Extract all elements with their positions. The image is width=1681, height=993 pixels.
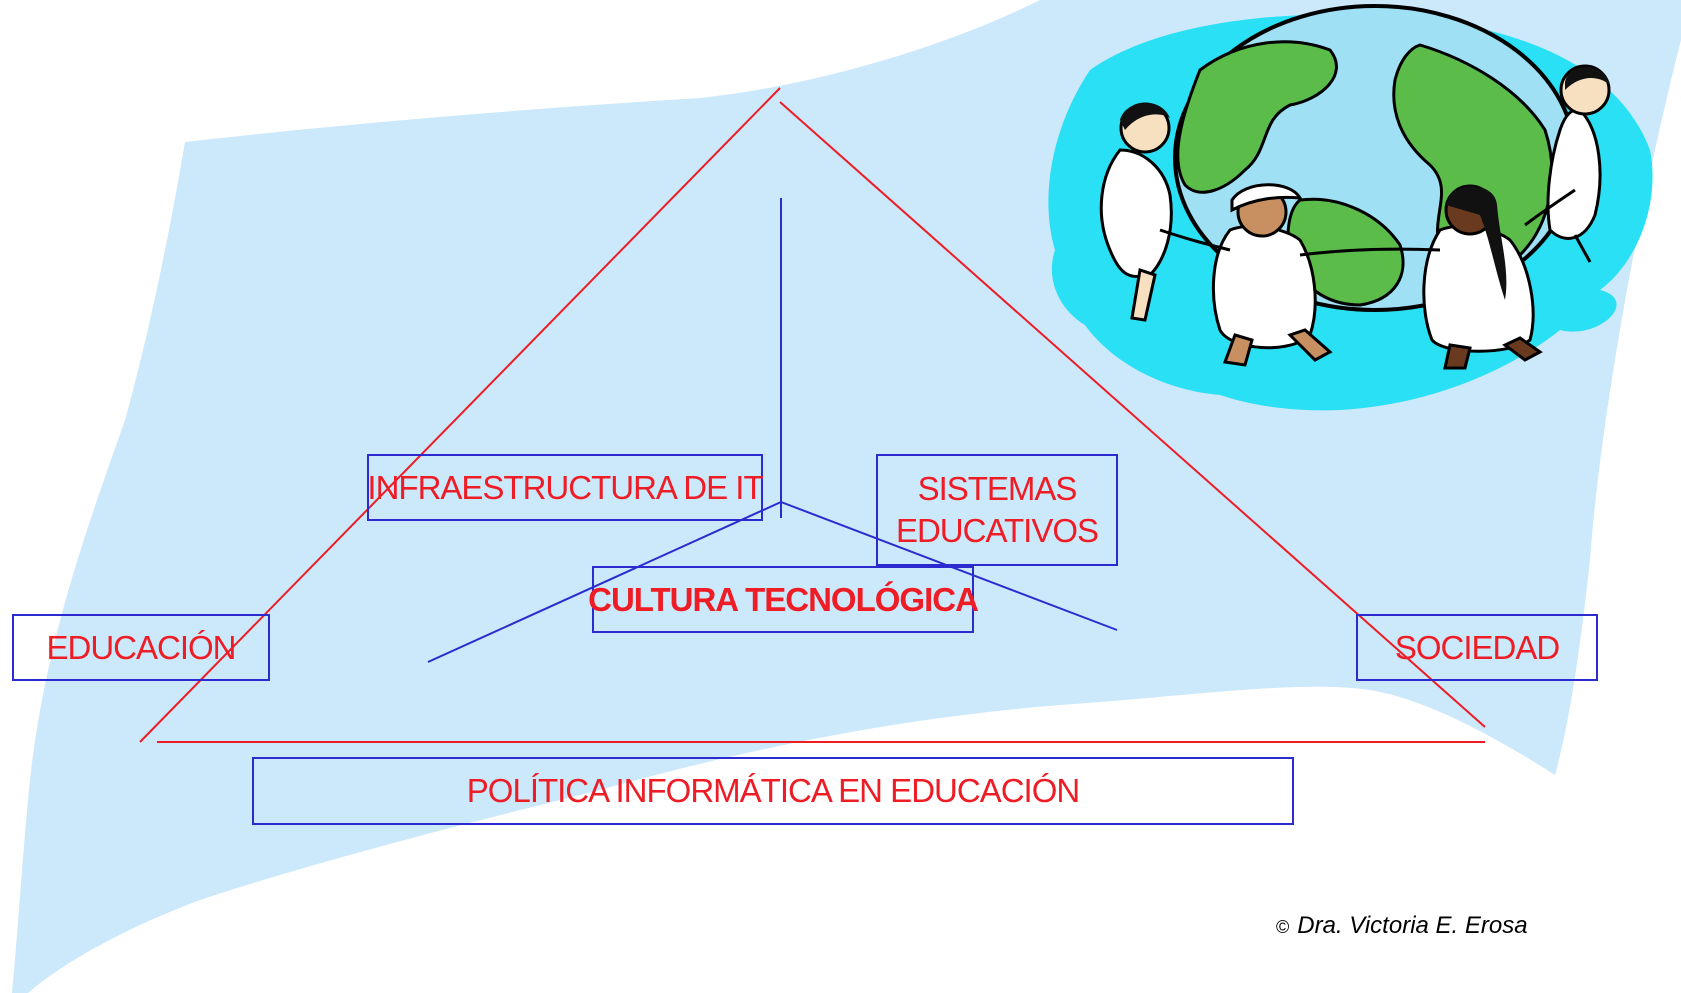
child-figure-left — [1099, 102, 1173, 322]
copyright-symbol: © — [1276, 917, 1290, 937]
box-educacion-label: EDUCACIÓN — [46, 628, 236, 666]
box-sistemas-label-line1: SISTEMAS — [917, 470, 1078, 507]
box-cultura-label: CULTURA TECNOLÓGICA — [588, 580, 979, 618]
globe-land-left — [1176, 40, 1338, 194]
triangle-right-edge — [779, 101, 1486, 728]
box-sistemas-label-line2: EDUCATIVOS — [895, 512, 1099, 549]
child-figure-right — [1546, 64, 1611, 263]
inner-left-line — [427, 501, 782, 663]
children-around-globe-icon — [1048, 4, 1653, 411]
copyright-notice: © Dra. Victoria E. Erosa — [1276, 912, 1528, 940]
box-educacion: EDUCACIÓN — [12, 614, 270, 681]
box-cultura-tecnologica: CULTURA TECNOLÓGICA — [588, 566, 979, 633]
box-politica-label: POLÍTICA INFORMÁTICA EN EDUCACIÓN — [466, 772, 1080, 809]
triangle-left-edge — [139, 87, 781, 743]
author-name: Dra. Victoria E. Erosa — [1297, 912, 1528, 939]
box-sistemas-educativos: SISTEMAS EDUCATIVOS — [876, 454, 1118, 566]
box-infraestructura: INFRAESTRUCTURA DE IT — [367, 454, 764, 521]
box-politica-informatica: POLÍTICA INFORMÁTICA EN EDUCACIÓN — [252, 757, 1294, 825]
box-sociedad-label: SOCIEDAD — [1394, 628, 1560, 666]
child-figure-front-left — [1212, 183, 1333, 367]
child-figure-front-right — [1422, 184, 1543, 370]
box-infraestructura-label: INFRAESTRUCTURA DE IT — [367, 468, 763, 506]
box-sociedad: SOCIEDAD — [1356, 614, 1598, 681]
joined-arms — [1159, 188, 1576, 257]
